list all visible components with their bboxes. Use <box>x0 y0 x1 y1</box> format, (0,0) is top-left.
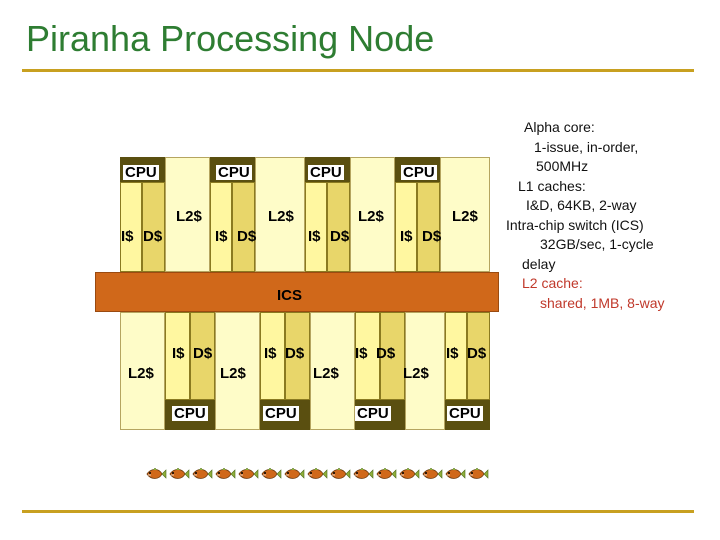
dcache-label: D$ <box>237 228 257 245</box>
piranha-fish-icon <box>261 467 282 479</box>
ics-label: ICS <box>277 287 303 304</box>
piranha-fish-icon <box>399 467 420 479</box>
icache-label: I$ <box>121 228 134 245</box>
note-line: 500MHz <box>536 158 589 174</box>
icache-label: I$ <box>400 228 413 245</box>
spec-notes: Alpha core: 1-issue, in-order, 500MHz L1… <box>500 118 710 313</box>
note-line: Intra-chip switch (ICS) <box>506 216 644 233</box>
bottom-rule <box>22 510 694 513</box>
cpu-label: CPU <box>123 164 159 181</box>
cpu-label: CPU <box>308 164 344 181</box>
l2-label: L2$ <box>128 365 154 382</box>
icache-label: I$ <box>446 345 459 362</box>
piranha-fish-icon <box>422 467 443 479</box>
piranha-fish-icon <box>146 467 167 479</box>
l2-block <box>120 312 165 430</box>
dcache-label: D$ <box>330 228 350 245</box>
note-line-l2-detail: shared, 1MB, 8-way <box>540 294 665 311</box>
icache-label: I$ <box>355 345 368 362</box>
piranha-fish-icon <box>468 467 489 479</box>
cpu-label: CPU <box>216 164 252 181</box>
l2-label: L2$ <box>403 365 429 382</box>
note-line-l2-title: L2 cache: <box>522 275 583 291</box>
icache-block <box>305 182 327 272</box>
l2-block <box>440 157 490 272</box>
piranha-fish-icon <box>307 467 328 479</box>
piranha-fish-icon <box>238 467 259 479</box>
cpu-label: CPU <box>355 405 391 422</box>
top-rule <box>22 69 694 72</box>
l2-label: L2$ <box>358 208 384 225</box>
dcache-label: D$ <box>467 345 487 362</box>
ics-switch-bar <box>95 272 499 312</box>
icache-label: I$ <box>264 345 277 362</box>
dcache-label: D$ <box>422 228 442 245</box>
piranha-fish-icon <box>330 467 351 479</box>
icache-block <box>395 182 417 272</box>
l2-label: L2$ <box>176 208 202 225</box>
piranha-fish-icon <box>215 467 236 479</box>
piranha-fish-icon <box>445 467 466 479</box>
l2-block <box>405 312 445 430</box>
dcache-block <box>285 312 310 400</box>
l2-block <box>310 312 355 430</box>
piranha-fish-icon <box>169 467 190 479</box>
dcache-block <box>327 182 350 272</box>
icache-block <box>355 312 380 400</box>
l2-block <box>255 157 305 272</box>
piranha-fish-icon <box>284 467 305 479</box>
cpu-label: CPU <box>401 164 437 181</box>
cpu-label: CPU <box>172 405 208 422</box>
l2-block <box>350 157 395 272</box>
icache-block <box>445 312 467 400</box>
icache-label: I$ <box>172 345 185 362</box>
dcache-block <box>232 182 255 272</box>
note-line: 1-issue, in-order, <box>534 138 639 155</box>
page-title: Piranha Processing Node <box>26 18 435 59</box>
icache-block <box>165 312 190 400</box>
icache-block <box>210 182 232 272</box>
piranha-fish-icon <box>192 467 213 479</box>
piranha-fish-icon <box>353 467 374 479</box>
dcache-block <box>142 182 165 272</box>
l2-block <box>215 312 260 430</box>
dcache-block <box>190 312 215 400</box>
dcache-block <box>380 312 405 400</box>
note-line: Alpha core: <box>524 119 595 135</box>
note-line: L1 caches: <box>518 177 586 194</box>
l2-label: L2$ <box>313 365 339 382</box>
icache-block <box>260 312 285 400</box>
piranha-fish-row <box>145 467 489 481</box>
dcache-block <box>467 312 490 400</box>
icache-label: I$ <box>308 228 321 245</box>
dcache-block <box>417 182 440 272</box>
dcache-label: D$ <box>193 345 213 362</box>
l2-label: L2$ <box>220 365 246 382</box>
icache-block <box>120 182 142 272</box>
l2-block <box>165 157 210 272</box>
piranha-fish-icon <box>376 467 397 479</box>
dcache-label: D$ <box>285 345 305 362</box>
l2-label: L2$ <box>452 208 478 225</box>
cpu-label: CPU <box>263 405 299 422</box>
note-line: delay <box>522 255 556 272</box>
dcache-label: D$ <box>376 345 396 362</box>
note-line: I&D, 64KB, 2-way <box>526 197 637 213</box>
dcache-label: D$ <box>143 228 163 245</box>
icache-label: I$ <box>215 228 228 245</box>
l2-label: L2$ <box>268 208 294 225</box>
cpu-label: CPU <box>447 405 483 422</box>
note-line: 32GB/sec, 1-cycle <box>540 236 654 252</box>
